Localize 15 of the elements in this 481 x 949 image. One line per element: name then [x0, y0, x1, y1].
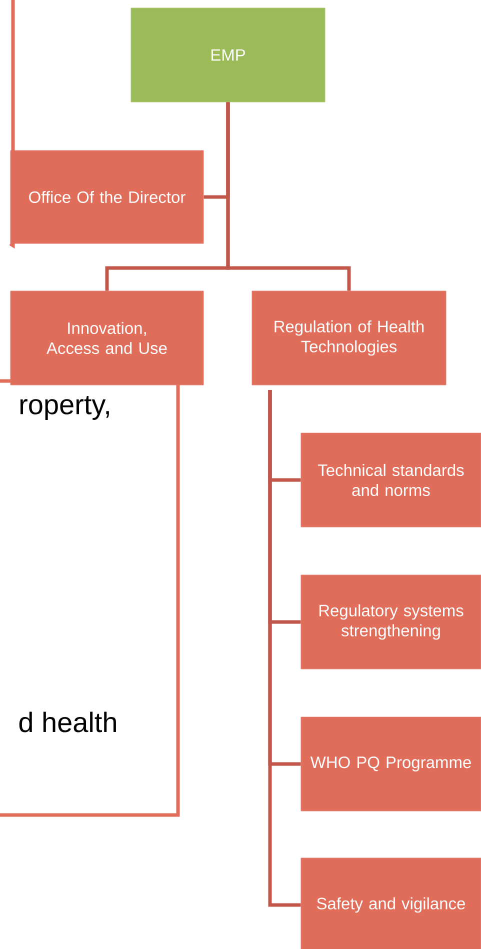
org-box: Safety and vigilance: [300, 858, 481, 949]
org-box: Technical standards and norms: [300, 432, 481, 528]
connector: [0, 385, 180, 817]
org-box: Innovation, Access and Use: [10, 290, 204, 386]
org-box: Regulatory systems strengthening: [300, 574, 481, 670]
connector: [0, 379, 10, 383]
org-box: Regulation of Health Technologies: [252, 290, 446, 386]
connector: [9, 0, 15, 249]
connector: [226, 102, 351, 291]
body-text: d health: [19, 712, 116, 732]
connector: [268, 390, 301, 907]
org-box: Office Of the Director: [10, 150, 204, 244]
body-text: roperty,: [20, 396, 109, 420]
org-box: WHO PQ Programme: [300, 716, 481, 812]
org-box: EMP: [130, 8, 326, 102]
